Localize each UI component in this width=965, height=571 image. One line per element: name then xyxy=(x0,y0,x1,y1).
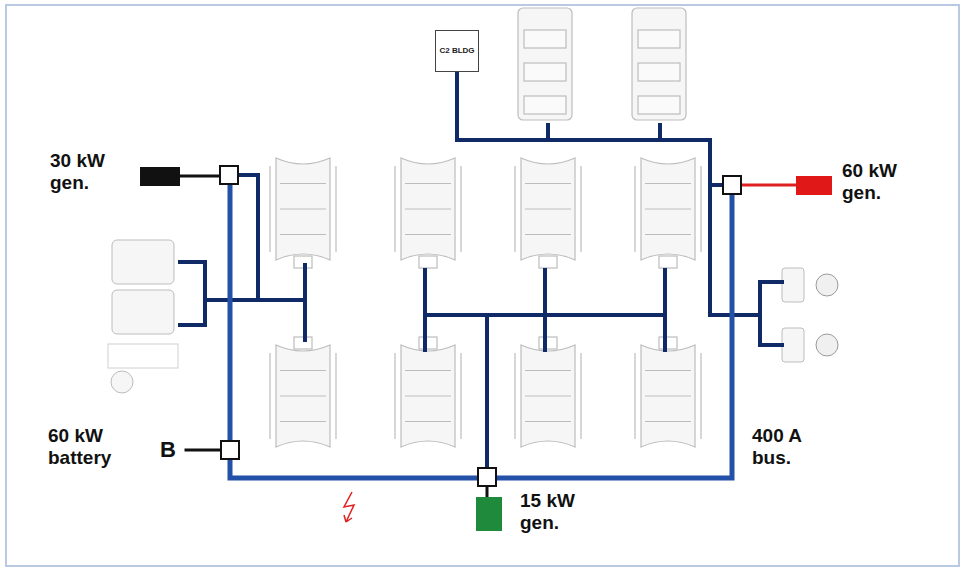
feeder-line xyxy=(180,175,305,340)
latrine-unit xyxy=(782,328,804,362)
frame xyxy=(6,5,959,566)
junction-box xyxy=(723,176,741,194)
facility-unit xyxy=(112,240,174,284)
gen-lead xyxy=(180,175,220,178)
facility-unit xyxy=(112,290,174,334)
component-label: 30 kW gen. xyxy=(50,150,122,194)
component-label: 15 kW gen. xyxy=(520,490,592,534)
component-label: 400 A bus. xyxy=(752,425,824,469)
tent-icon xyxy=(395,158,461,268)
building-box: C2 BLDG xyxy=(435,30,479,72)
tent-icon xyxy=(270,337,336,447)
component-label: 60 kW battery xyxy=(48,425,130,469)
feeder-line xyxy=(425,270,665,468)
junction-box xyxy=(478,468,496,486)
tank-icon xyxy=(816,274,838,296)
junction-box xyxy=(220,166,238,184)
generator-30kw xyxy=(140,167,180,186)
unit-sketch xyxy=(108,344,178,368)
bus-line xyxy=(230,185,732,478)
facility-unit xyxy=(632,8,686,120)
gen-lead xyxy=(741,184,796,187)
tent-icon xyxy=(515,158,581,268)
building-label: C2 BLDG xyxy=(439,47,475,56)
junction-box xyxy=(221,441,239,459)
facility-unit xyxy=(518,8,572,120)
tent-icon xyxy=(515,337,581,447)
tent-icon xyxy=(635,337,701,447)
component-label: B xyxy=(160,437,184,462)
battery-lead xyxy=(186,449,221,452)
generator-60kw xyxy=(796,176,832,195)
tent-icon xyxy=(635,158,701,268)
gen-lead xyxy=(486,486,489,497)
latrine-unit xyxy=(782,268,804,302)
component-label: 60 kW gen. xyxy=(842,160,914,204)
tent-icon xyxy=(270,158,336,268)
generator-15kw xyxy=(476,497,502,531)
tank-icon xyxy=(111,371,133,393)
tank-icon xyxy=(816,334,838,356)
fault-symbol xyxy=(344,492,354,522)
tent-icon xyxy=(395,337,461,447)
